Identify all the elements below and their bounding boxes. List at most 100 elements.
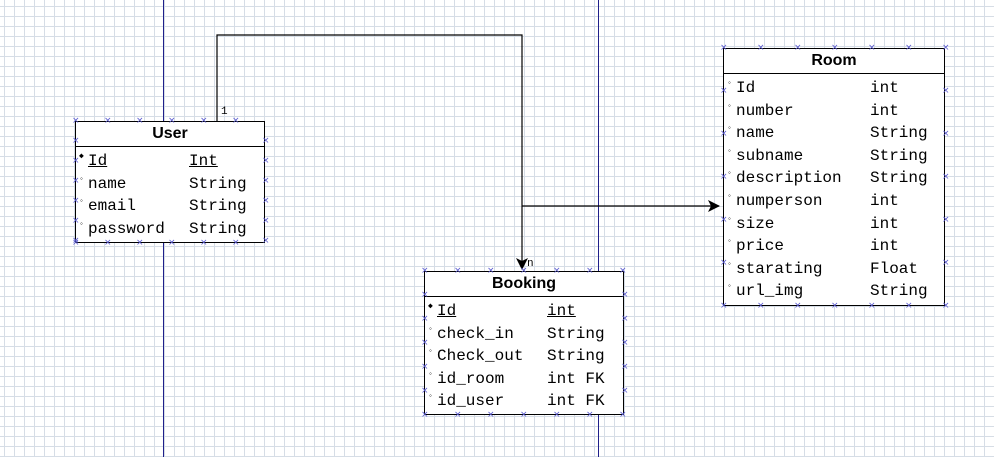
selection-handle-icon[interactable]: × (262, 216, 270, 226)
attribute-icon: ◦ (727, 259, 732, 269)
attribute-name: Id (736, 79, 756, 97)
selection-handle-icon[interactable]: × (621, 362, 629, 372)
selection-handle-icon[interactable]: × (720, 172, 728, 182)
selection-handle-icon[interactable]: × (905, 43, 913, 53)
selection-handle-icon[interactable]: × (720, 301, 728, 311)
selection-handle-icon[interactable]: × (232, 238, 240, 248)
selection-handle-icon[interactable]: × (454, 266, 462, 276)
selection-handle-icon[interactable]: × (421, 410, 429, 420)
selection-handle-icon[interactable]: × (72, 236, 80, 246)
selection-handle-icon[interactable]: × (619, 410, 627, 420)
selection-handle-icon[interactable]: × (200, 238, 208, 248)
selection-handle-icon[interactable]: × (553, 410, 561, 420)
selection-handle-icon[interactable]: × (200, 116, 208, 126)
selection-handle-icon[interactable]: × (421, 386, 429, 396)
selection-handle-icon[interactable]: × (72, 216, 80, 226)
selection-handle-icon[interactable]: × (421, 362, 429, 372)
selection-handle-icon[interactable]: × (757, 43, 765, 53)
attribute-name: numperson (736, 191, 823, 210)
selection-handle-icon[interactable]: × (621, 386, 629, 396)
selection-handle-icon[interactable]: × (942, 215, 950, 225)
selection-handle-icon[interactable]: × (621, 290, 629, 300)
selection-handle-icon[interactable]: × (72, 116, 80, 126)
selection-handle-icon[interactable]: × (262, 136, 270, 146)
selection-handle-icon[interactable]: × (942, 301, 950, 311)
selection-handle-icon[interactable]: × (720, 86, 728, 96)
selection-handle-icon[interactable]: × (553, 266, 561, 276)
selection-handle-icon[interactable]: × (586, 410, 594, 420)
selection-handle-icon[interactable]: × (868, 301, 876, 311)
selection-handle-icon[interactable]: × (72, 196, 80, 206)
selection-handle-icon[interactable]: × (619, 266, 627, 276)
selection-handle-icon[interactable]: × (262, 176, 270, 186)
selection-handle-icon[interactable]: × (72, 176, 80, 186)
selection-handle-icon[interactable]: × (621, 314, 629, 324)
selection-handle-icon[interactable]: × (942, 172, 950, 182)
attribute-type: int FK (547, 369, 605, 388)
selection-handle-icon[interactable]: × (586, 266, 594, 276)
selection-handle-icon[interactable]: × (942, 43, 950, 53)
selection-handle-icon[interactable]: × (905, 301, 913, 311)
selection-handle-icon[interactable]: × (720, 215, 728, 225)
selection-handle-icon[interactable]: × (168, 238, 176, 248)
selection-handle-icon[interactable]: × (720, 258, 728, 268)
selection-handle-icon[interactable]: × (757, 301, 765, 311)
selection-handle-icon[interactable]: × (520, 410, 528, 420)
selection-handle-icon[interactable]: × (720, 43, 728, 53)
selection-handle-icon[interactable]: × (262, 196, 270, 206)
selection-handle-icon[interactable]: × (621, 338, 629, 348)
selection-handle-icon[interactable]: × (232, 116, 240, 126)
selection-handle-icon[interactable]: × (104, 116, 112, 126)
attribute-type: String (189, 197, 247, 216)
selection-handle-icon[interactable]: × (831, 301, 839, 311)
selection-handle-icon[interactable]: × (421, 338, 429, 348)
selection-handle-icon[interactable]: × (794, 301, 802, 311)
selection-handle-icon[interactable]: × (794, 43, 802, 53)
selection-handle-icon[interactable]: × (520, 266, 528, 276)
selection-handle-icon[interactable]: × (942, 258, 950, 268)
selection-handle-icon[interactable]: × (262, 236, 270, 246)
selection-handle-icon[interactable]: × (136, 238, 144, 248)
selection-handle-icon[interactable]: × (487, 266, 495, 276)
selection-handle-icon[interactable]: × (487, 410, 495, 420)
selection-handle-icon[interactable]: × (942, 86, 950, 96)
selection-handle-icon[interactable]: × (421, 290, 429, 300)
selection-handle-icon[interactable]: × (136, 116, 144, 126)
selection-handle-icon[interactable]: × (421, 266, 429, 276)
selection-handle-icon[interactable]: × (72, 156, 80, 166)
selection-handle-icon[interactable]: × (421, 314, 429, 324)
selection-handle-icon[interactable]: × (868, 43, 876, 53)
selection-handle-icon[interactable]: × (262, 156, 270, 166)
selection-handle-icon[interactable]: × (831, 43, 839, 53)
selection-handle-icon[interactable]: × (720, 129, 728, 139)
selection-handle-icon[interactable]: × (942, 129, 950, 139)
selection-handle-icon[interactable]: × (72, 136, 80, 146)
selection-handle-icon[interactable]: × (168, 116, 176, 126)
selection-handle-icon[interactable]: × (72, 238, 80, 248)
selection-handle-icon[interactable]: × (104, 238, 112, 248)
selection-handle-icon[interactable]: × (454, 410, 462, 420)
